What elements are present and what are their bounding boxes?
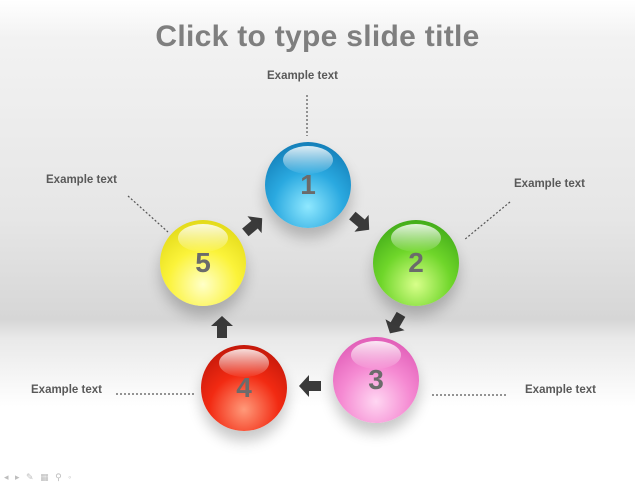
node-3-sphere[interactable]: 3 [333,337,419,423]
node-2-label[interactable]: Example text [514,178,585,190]
arrow-5-to-1 [242,216,263,237]
node-2-number: 2 [408,247,424,278]
arrow-4-to-5 [211,316,233,338]
node-5-number: 5 [195,247,211,278]
node-3-gloss [351,341,401,369]
arrow-1-to-2 [349,211,370,232]
node-4-number: 4 [236,372,252,403]
node-1-label[interactable]: Example text [267,70,338,82]
node-3-label[interactable]: Example text [525,384,596,396]
arrow-2-to-3 [385,311,406,334]
node-2-sphere[interactable]: 2 [373,220,459,306]
presentation-toolbar-icons[interactable]: ◂ ▸ ✎ ▦ ⚲ ◦ [4,472,74,482]
leader-line-5 [127,195,169,233]
node-2-gloss [391,224,441,252]
node-1-sphere[interactable]: 1 [265,142,351,228]
leader-line-2 [463,201,511,241]
node-1-number: 1 [300,169,316,200]
node-4-sphere[interactable]: 4 [201,345,287,431]
node-5-sphere[interactable]: 5 [160,220,246,306]
node-5-label[interactable]: Example text [46,174,117,186]
arrow-3-to-4 [299,375,321,397]
node-5-gloss [178,224,228,252]
node-4-label[interactable]: Example text [31,384,102,396]
slide-title[interactable]: Click to type slide title [155,20,480,53]
node-1-gloss [283,146,333,174]
node-4-gloss [219,349,269,377]
node-3-number: 3 [368,364,384,395]
